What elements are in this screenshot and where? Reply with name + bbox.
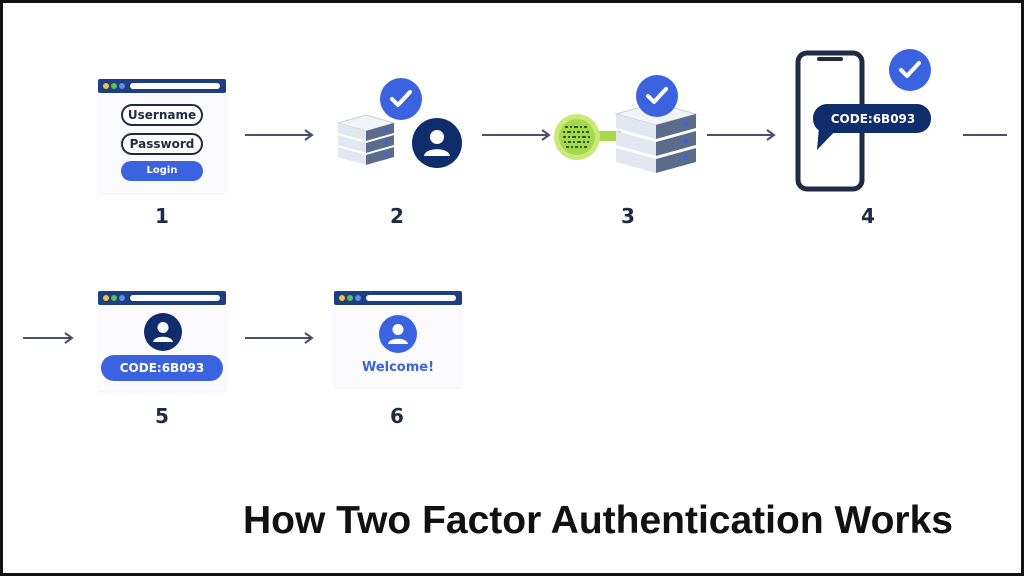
server-icon: [336, 114, 396, 165]
step-number-6: 6: [390, 404, 404, 428]
step-1-login-window: Username Password Login: [98, 79, 226, 193]
sms-code-text: CODE:6B093: [830, 112, 916, 126]
checkmark-icon: [889, 49, 931, 91]
password-field[interactable]: Password: [121, 133, 203, 155]
arrow-right-icon: [245, 129, 314, 141]
window-dot-blue-icon: [119, 83, 125, 89]
diagram-title: How Two Factor Authentication Works: [243, 499, 953, 542]
browser-address-bar: [130, 295, 220, 301]
arrow-right-icon: [245, 332, 314, 344]
step-number-5: 5: [155, 404, 169, 428]
verification-code-field[interactable]: CODE:6B093: [101, 355, 223, 381]
user-avatar-icon: [144, 313, 182, 351]
welcome-message: Welcome!: [361, 360, 435, 375]
step-number-2: 2: [390, 204, 404, 228]
window-dot-yellow-icon: [103, 295, 109, 301]
browser-title-bar: [98, 79, 226, 93]
arrow-right-icon: [482, 129, 551, 141]
browser-title-bar: [334, 291, 462, 305]
connector-line: [963, 134, 1007, 136]
login-button[interactable]: Login: [121, 161, 203, 181]
browser-address-bar: [366, 295, 456, 301]
user-avatar-icon: [379, 315, 417, 353]
step-number-1: 1: [155, 204, 169, 228]
arrow-right-icon: [23, 332, 74, 344]
arrow-right-icon: [707, 129, 776, 141]
server-icon: [614, 102, 698, 173]
browser-title-bar: [98, 291, 226, 305]
window-dot-green-icon: [347, 295, 353, 301]
window-dot-yellow-icon: [339, 295, 345, 301]
window-dot-yellow-icon: [103, 83, 109, 89]
window-dot-blue-icon: [119, 295, 125, 301]
chat-bubble-icon: [813, 104, 931, 150]
window-dot-blue-icon: [355, 295, 361, 301]
user-avatar-icon: [412, 118, 462, 168]
username-field[interactable]: Username: [121, 104, 203, 126]
browser-address-bar: [130, 83, 220, 89]
step-number-3: 3: [621, 204, 635, 228]
window-dot-green-icon: [111, 83, 117, 89]
checkmark-icon: [380, 78, 422, 120]
binary-key-icon: [554, 114, 621, 160]
step-number-4: 4: [861, 204, 875, 228]
window-dot-green-icon: [111, 295, 117, 301]
checkmark-icon: [636, 75, 678, 117]
